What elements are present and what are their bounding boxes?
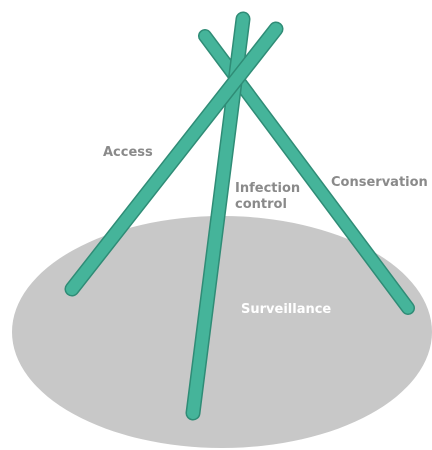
infection-control-label-line1: Infection: [235, 181, 301, 196]
access-label: Access: [103, 145, 153, 160]
conservation-label: Conservation: [331, 175, 428, 190]
infection-control-label-line2: control: [235, 197, 287, 212]
surveillance-base: [12, 216, 432, 448]
access-pole: [64, 21, 284, 297]
infection-control-label: Infection control: [235, 181, 300, 213]
surveillance-label: Surveillance: [241, 302, 332, 317]
